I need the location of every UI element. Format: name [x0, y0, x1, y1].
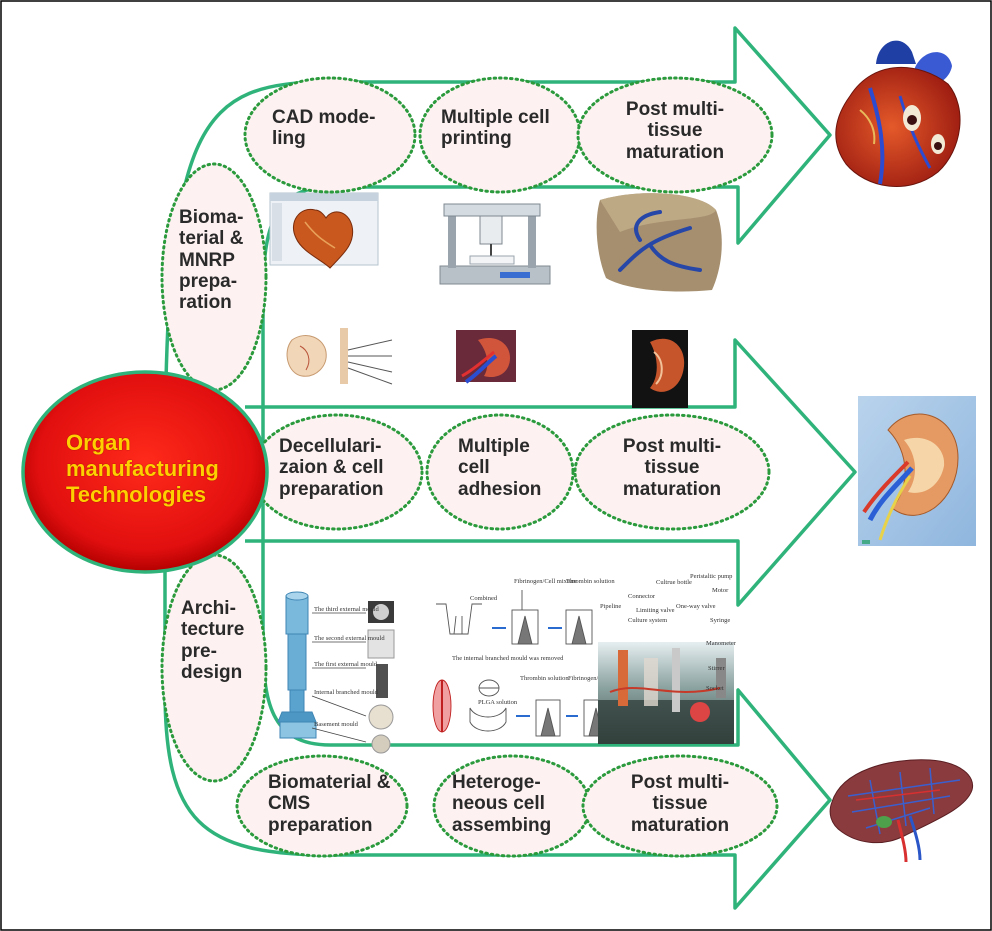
device-labels: Pipeline Connector Cultrue bottle Perist… — [600, 573, 737, 692]
device-label: Syringe — [710, 617, 730, 624]
kidney-cross-section-image — [456, 330, 516, 384]
mould-label: Internal branched mould — [314, 689, 379, 696]
step-ellipses — [160, 76, 779, 858]
kidney-step-1-label: Decellulari- zaion & cell preparation — [279, 436, 384, 500]
device-label: Socket — [706, 685, 724, 692]
process-label: Combined — [470, 595, 498, 602]
heart-step-2-label: Multiple cell printing — [441, 107, 550, 150]
heart-step-3-ellipse — [576, 76, 774, 194]
device-label: Cultrue bottle — [656, 579, 692, 586]
bioprinter-image — [439, 203, 551, 285]
device-label: Peristaltic pump — [690, 573, 732, 580]
culture-device-photo — [598, 642, 734, 744]
device-label: Stirrer — [708, 665, 725, 672]
device-label: Limiting valve — [636, 607, 675, 614]
device-label: Manometer — [706, 640, 737, 647]
device-label: Motor — [712, 587, 729, 594]
heart-step-1-label: CAD mode- ling — [272, 107, 376, 150]
process-label: PLGA solution — [478, 699, 518, 706]
liver-step-2-label: Heteroge- neous cell assembing — [452, 772, 552, 836]
mould-label: The first external mould — [314, 661, 378, 668]
mould-assembly-image — [277, 591, 395, 754]
liver-step-3-ellipse — [581, 754, 779, 858]
device-label: Pipeline — [600, 603, 621, 610]
bottom-arrow-band — [163, 470, 832, 910]
device-label: One-way valve — [676, 603, 716, 610]
cad-heart-image — [269, 192, 379, 269]
device-label: Connector — [628, 593, 656, 600]
liver-step-3-label: Post multi- tissue maturation — [630, 772, 730, 836]
center-title: Organ manufacturing Technologies — [66, 430, 219, 507]
kidney-step-2-ellipse — [425, 413, 575, 531]
vascular-tissue-image — [596, 193, 722, 292]
side-label-biomaterial: Bioma- terial & MNRP prepa- ration — [179, 207, 244, 314]
kidney-step-2-label: Multiple cell adhesion — [458, 436, 542, 500]
middle-arrow-band — [245, 338, 857, 607]
heart-step-1-ellipse — [243, 76, 417, 194]
liver-organ-icon — [829, 759, 974, 863]
mould-label: The third external mould — [314, 606, 380, 613]
process-schematic-image — [432, 590, 609, 737]
device-label: Culture system — [628, 617, 667, 624]
kidney-organ-icon — [858, 396, 976, 546]
mould-labels: The third external mould The second exte… — [314, 606, 385, 728]
liver-step-1-ellipse — [235, 754, 409, 858]
liver-step-1-label: Biomaterial & CMS preparation — [268, 772, 391, 836]
process-label: Thrombin solution — [566, 578, 615, 585]
center-ellipse — [21, 370, 269, 574]
heart-step-3-label: Post multi- tissue maturation — [625, 99, 725, 163]
process-label: Thrombin solution — [520, 675, 569, 682]
heart-organ-icon — [835, 40, 961, 187]
kidney-injection-image — [286, 328, 393, 385]
mould-label: Basement mould — [314, 721, 359, 728]
kidney-step-3-label: Post multi- tissue maturation — [622, 436, 722, 500]
mould-label: The second external mould — [314, 635, 385, 642]
process-label: The internal branched mould was removed — [452, 655, 564, 662]
kidney-step-3-ellipse — [573, 413, 771, 531]
side-label-architecture: Archi- tecture pre- design — [181, 598, 245, 683]
process-label: Fibrinogen/Cell mixture — [514, 578, 577, 585]
kidney-anatomy-image — [632, 330, 688, 408]
